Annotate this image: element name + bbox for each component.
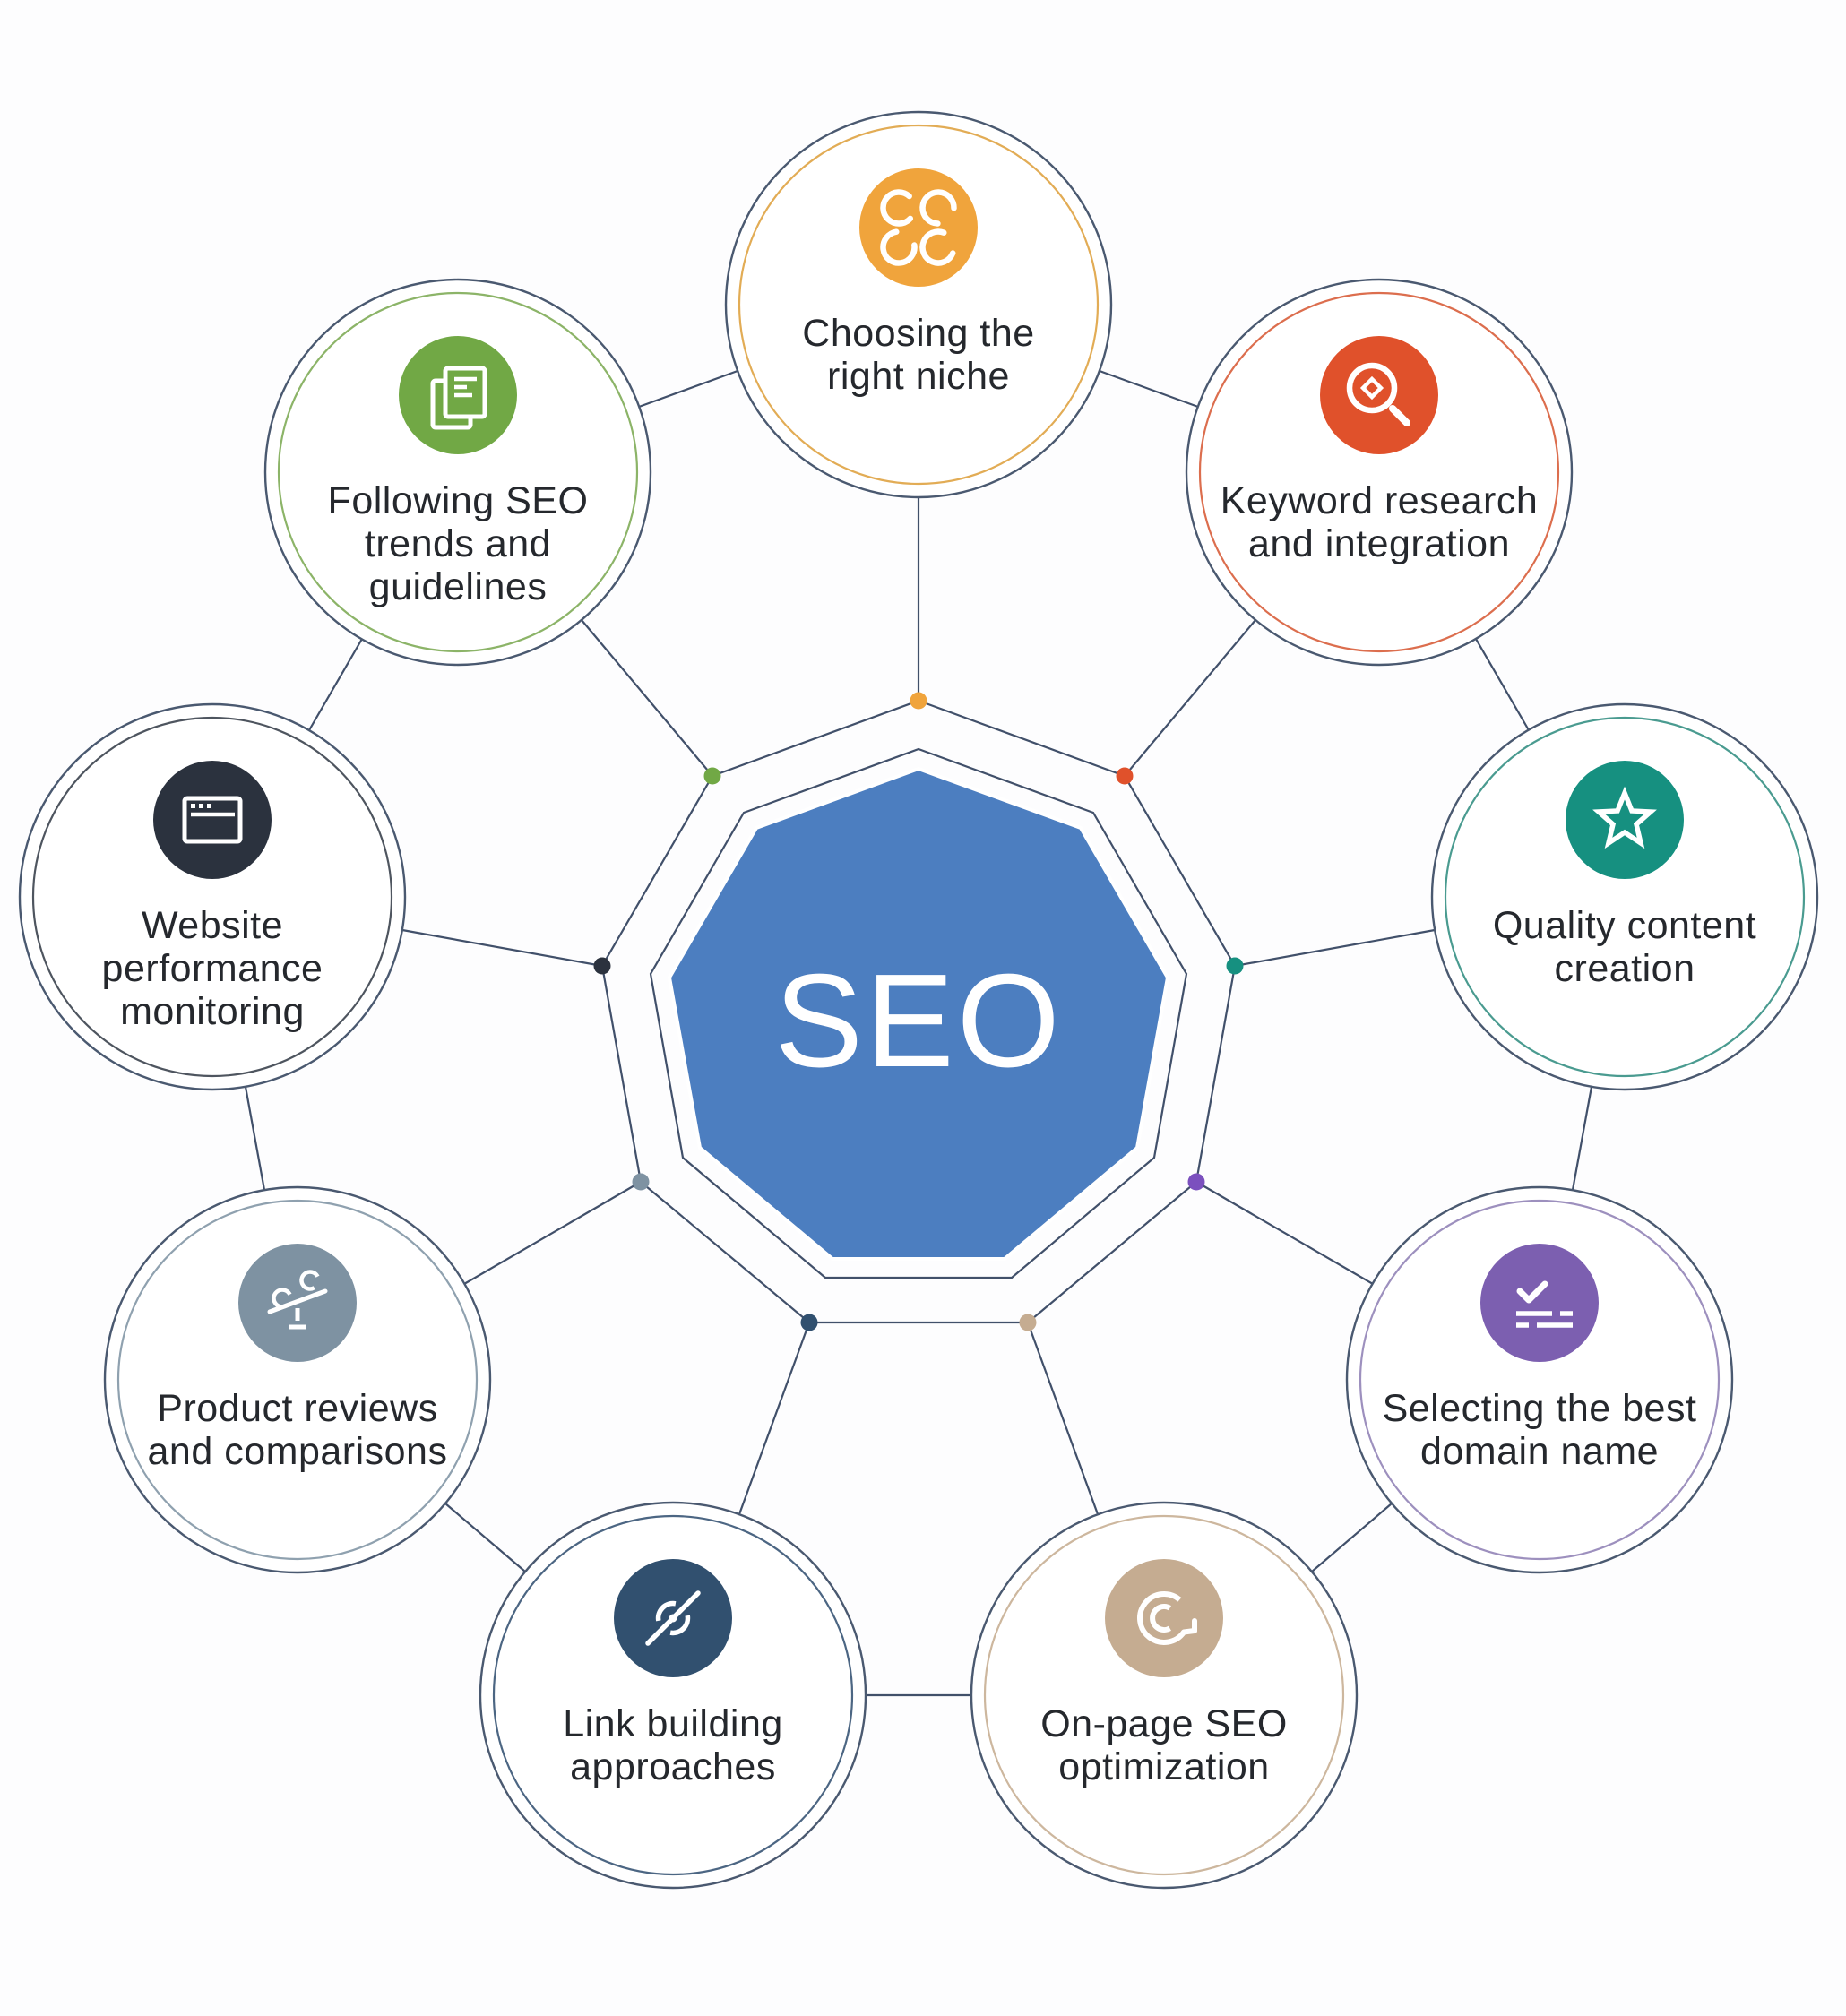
dot-seo-trends: [703, 767, 721, 785]
node-keyword-research: [1185, 278, 1574, 667]
balance-scale-icon: [238, 1244, 357, 1362]
browser-window-icon: [153, 761, 272, 879]
node-website-performance: [18, 702, 407, 1091]
magnifier-icon: [1320, 336, 1438, 454]
node-on-page-seo: [970, 1501, 1359, 1890]
node-product-reviews: [103, 1185, 492, 1574]
inner-nonagon-outline: [649, 747, 1188, 1279]
vertex-dots: [593, 692, 1244, 1331]
dot-website-performance: [593, 957, 611, 975]
node-choosing-right-niche: [724, 110, 1113, 499]
star-icon: [1566, 761, 1684, 879]
dot-product-reviews: [632, 1173, 650, 1191]
dot-domain-name: [1187, 1173, 1205, 1191]
outer-nonagon-outline: [600, 699, 1237, 1324]
documents-icon: [399, 336, 517, 454]
refresh-circle-icon: [1105, 1559, 1223, 1677]
node-quality-content: [1430, 702, 1819, 1091]
dot-on-page-seo: [1019, 1314, 1037, 1331]
seo-center-nonagon: [667, 766, 1170, 1261]
commit-link-icon: [614, 1559, 732, 1677]
neighbor-connectors: [244, 369, 1593, 1697]
node-seo-trends: [263, 278, 652, 667]
checklist-icon: [1480, 1244, 1599, 1362]
seo-center-label: SEO: [774, 947, 1063, 1095]
dot-keyword-research: [1116, 767, 1134, 785]
dot-link-building: [800, 1314, 818, 1331]
radial-spokes: [401, 497, 1436, 1515]
dot-choosing-right-niche: [910, 692, 927, 710]
four-arcs-niche-icon: [859, 168, 978, 287]
dot-quality-content: [1226, 957, 1244, 975]
node-link-building: [479, 1501, 867, 1890]
node-domain-name: [1345, 1185, 1734, 1574]
